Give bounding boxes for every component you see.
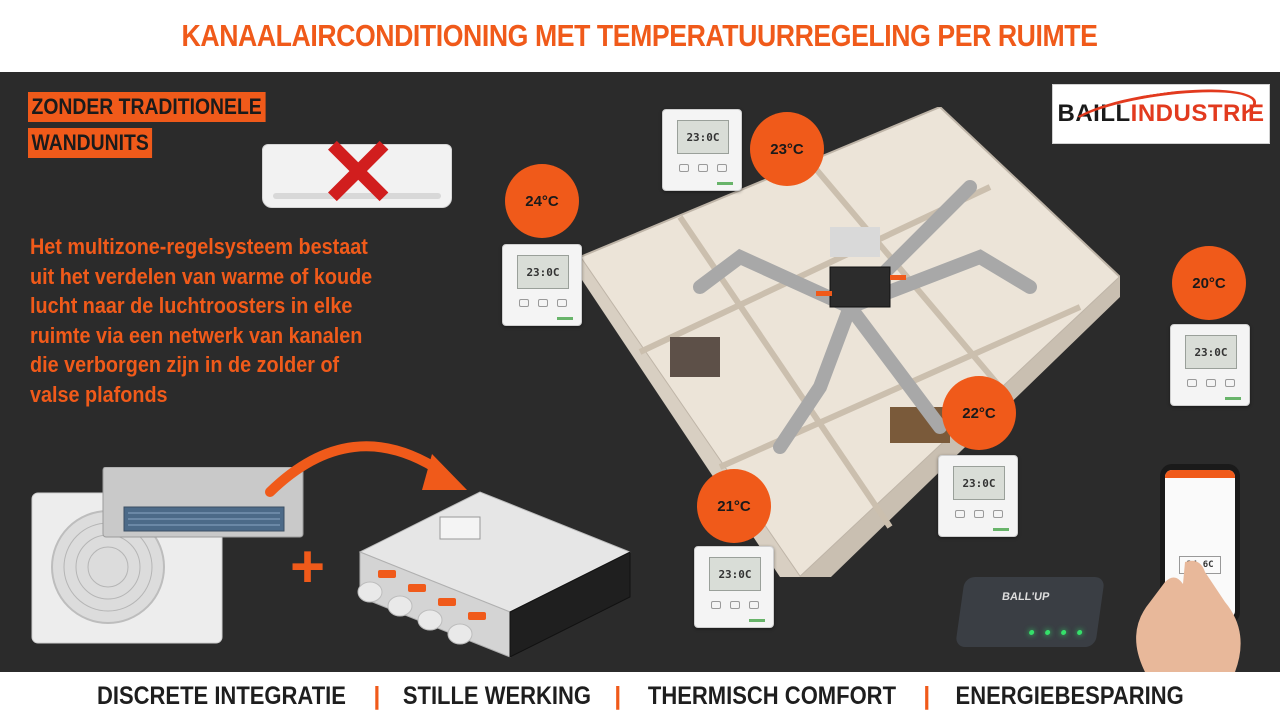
footer: DISCRETE INTEGRATIE | STILLE WERKING | T… xyxy=(0,672,1280,720)
plus-icon: + xyxy=(290,533,326,600)
thermostat-display: 23:0C xyxy=(1185,335,1237,369)
thermostat-display: 23:0C xyxy=(677,120,729,154)
brand-part-1: BAILL xyxy=(1057,100,1131,127)
description-line: uit het verdelen van warme of koude xyxy=(30,263,373,289)
footer-item-integration: DISCRETE INTEGRATIE xyxy=(97,681,347,710)
description-line: ruimte via een netwerk van kanalen xyxy=(30,322,363,348)
house-cutaway-image xyxy=(578,107,1120,577)
footer-item-energy: ENERGIEBESPARING xyxy=(955,681,1184,710)
distribution-plenum-image xyxy=(357,491,632,658)
description-text: Het multizone-regelsysteem bestaat uit h… xyxy=(30,232,426,409)
tag-line-2: WANDUNITS xyxy=(28,128,153,158)
temp-bubble-24: 24°C xyxy=(505,164,579,238)
footer-separator: | xyxy=(614,681,622,710)
main-panel: ZONDER TRADITIONELE WANDUNITS ✕ Het mult… xyxy=(0,72,1280,672)
outdoor-unit-image xyxy=(31,467,304,644)
thermostat-display: 23:0C xyxy=(517,255,569,289)
footer-item-comfort: THERMISCH COMFORT xyxy=(648,681,897,710)
description-line: valse plafonds xyxy=(30,381,168,407)
hand-image xyxy=(1136,560,1241,672)
thermostat: 23:0C xyxy=(938,455,1018,537)
description-line: die verborgen zijn in de zolder of xyxy=(30,352,340,377)
thermostat: 23:0C xyxy=(1170,324,1250,406)
temp-bubble-20: 20°C xyxy=(1172,246,1246,320)
cross-icon: ✕ xyxy=(318,120,399,227)
hub-device-label: BALL'UP xyxy=(1001,591,1051,603)
brand-part-2: INDUSTRIE xyxy=(1130,100,1265,127)
tag-line-1: ZONDER TRADITIONELE xyxy=(28,92,266,122)
thermostat: 23:0C xyxy=(694,546,774,628)
wall-ac-unit-image xyxy=(262,144,452,208)
thermostat-display: 23:0C xyxy=(709,557,761,591)
arrow-icon xyxy=(265,441,467,497)
footer-separator: | xyxy=(923,681,931,710)
temp-bubble-22: 22°C xyxy=(942,376,1016,450)
page-title: KANAALAIRCONDITIONING MET TEMPERATUURREG… xyxy=(182,18,1098,53)
description-line: lucht naar de luchtroosters in elke xyxy=(30,293,353,318)
temp-bubble-23: 23°C xyxy=(750,112,824,186)
thermostat: 23:0C xyxy=(662,109,742,191)
hub-device: BALL'UP xyxy=(955,577,1105,647)
header: KANAALAIRCONDITIONING MET TEMPERATUURREG… xyxy=(0,0,1280,72)
thermostat: 23:0C xyxy=(502,244,582,326)
thermostat-display: 23:0C xyxy=(953,466,1005,500)
footer-separator: | xyxy=(373,681,381,710)
footer-item-silent: STILLE WERKING xyxy=(403,681,592,710)
description-line: Het multizone-regelsysteem bestaat xyxy=(30,234,368,259)
brand-logo: BAILLINDUSTRIE xyxy=(1052,79,1270,151)
temp-bubble-21: 21°C xyxy=(697,469,771,543)
